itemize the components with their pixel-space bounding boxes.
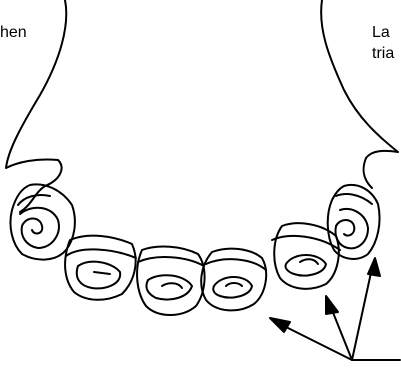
left-cheek-outline [6, 0, 66, 212]
tooth-1 [10, 184, 74, 259]
tooth-3 [137, 247, 205, 315]
tooth-2 [65, 236, 136, 300]
right-cheek-outline [321, 0, 398, 188]
tooth-4 [201, 249, 266, 311]
tooth-5 [272, 223, 340, 289]
